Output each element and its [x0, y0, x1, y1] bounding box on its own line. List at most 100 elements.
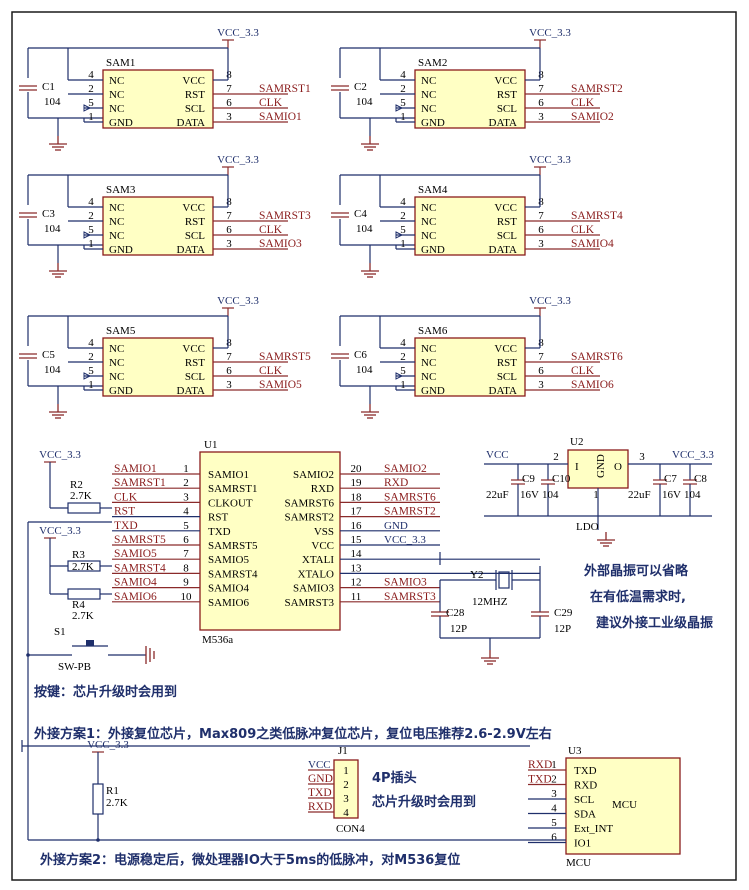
sam-right-pin-name: VCC — [494, 343, 517, 355]
sam-name: SAM5 — [106, 325, 136, 337]
ldo-cap-value: 104 — [684, 489, 701, 501]
r1-vcc: VCC_3.3 — [87, 739, 129, 753]
u3-net: TXD — [528, 774, 552, 786]
sam-right-pin-name: RST — [185, 216, 205, 228]
sam-left-pin-name: NC — [421, 202, 436, 214]
sam-left-pin-num: 5 — [400, 97, 406, 109]
sam-net-label: CLK — [259, 365, 283, 377]
switch-part: SW-PB — [58, 661, 91, 673]
sam-left-pin-num: 1 — [88, 238, 94, 250]
ldo-ref: U2 — [570, 436, 583, 448]
sam-right-pin-num: 8 — [226, 196, 232, 208]
u3-net: RXD — [528, 759, 552, 771]
ldo-vcc-out: VCC_3.3 — [672, 449, 714, 461]
sam-nc-marker — [83, 372, 92, 380]
sam-cap-ref: C6 — [354, 349, 367, 361]
r2-vcc: VCC_3.3 — [39, 449, 81, 463]
sam-right-pin-num: 7 — [226, 83, 232, 95]
sam-ground — [361, 404, 379, 419]
u1-left-net: SAMRST5 — [114, 534, 166, 546]
sam-net-label: SAMIO3 — [259, 238, 302, 250]
sam-vcc: VCC_3.3 — [217, 295, 259, 309]
sam-right-pin-num: 6 — [226, 97, 232, 109]
sam-left-pin-name: GND — [421, 385, 445, 397]
sam-left-pin-num: 2 — [400, 210, 406, 222]
u3-pin-name: SDA — [574, 809, 596, 821]
ldo-vcc-in: VCC — [486, 449, 509, 461]
sam-right-pin-name: VCC — [182, 202, 205, 214]
sam-right-pin-name: SCL — [497, 230, 517, 242]
vcc-label: VCC_3.3 — [529, 27, 571, 39]
u3-pin-num: 1 — [551, 759, 557, 771]
sam-net-label: SAMIO2 — [571, 111, 614, 123]
sam-right-pin-name: RST — [497, 357, 517, 369]
sam-cap-value: 104 — [356, 364, 373, 376]
r4-body — [67, 588, 101, 600]
u1-left-pin-num: 6 — [183, 534, 189, 546]
sam-net-label: CLK — [259, 224, 283, 236]
sam-left-pin-num: 4 — [400, 69, 406, 81]
u3-body — [565, 757, 681, 855]
sam-left-pin-num: 4 — [400, 196, 406, 208]
u3-pin-num: 5 — [551, 817, 557, 829]
sam-cap-value: 104 — [44, 96, 61, 108]
sam-left-pin-num: 4 — [88, 196, 94, 208]
u1-left-pin-num: 2 — [183, 477, 189, 489]
sam-right-pin-num: 3 — [226, 238, 232, 250]
sam-right-pin-num: 6 — [538, 97, 544, 109]
sam-right-pin-num: 3 — [538, 111, 544, 123]
sam-right-pin-name: SCL — [185, 103, 205, 115]
u1-left-net: TXD — [114, 520, 138, 532]
u1-left-pin-num: 7 — [183, 548, 189, 560]
u1-right-pin-num: 19 — [351, 477, 363, 489]
ldo-cap-ref: C7 — [664, 473, 677, 485]
u1-left-pin-name: SAMIO1 — [208, 469, 249, 481]
sam-right-pin-name: RST — [185, 357, 205, 369]
sam-left-pin-num: 2 — [400, 351, 406, 363]
u1-left-pin-num: 9 — [183, 577, 189, 589]
ldo-num-gnd: 1 — [593, 489, 599, 501]
u1-left-pin-num: 10 — [181, 591, 193, 603]
sheet-border — [11, 11, 737, 881]
u1-left-pin-name: SAMIO5 — [208, 554, 249, 566]
sam-net-label: CLK — [571, 97, 595, 109]
c28-ref: C28 — [446, 607, 465, 619]
u1-right-net: RXD — [384, 477, 408, 489]
vcc-label: VCC_3.3 — [217, 27, 259, 39]
sam-left-pin-num: 5 — [88, 365, 94, 377]
j1-net: GND — [308, 773, 333, 785]
sam-ground — [361, 136, 379, 151]
sam-left-pin-num: 1 — [400, 379, 406, 391]
sam-left-pin-num: 5 — [400, 365, 406, 377]
r1-body — [92, 783, 104, 815]
sam-left-pin-name: GND — [421, 117, 445, 129]
crystal-ref: Y2 — [470, 569, 483, 581]
crystal-note-line: 建议外接工业级晶振 — [596, 615, 713, 631]
sam-left-pin-num: 5 — [88, 224, 94, 236]
u1-left-pin-name: SAMRST5 — [208, 540, 258, 552]
ldo-num-in: 2 — [553, 451, 559, 463]
u1-right-pin-name: SAMIO2 — [293, 469, 334, 481]
crystal-note-line: 在有低温需求时, — [590, 589, 686, 605]
u1-right-pin-name: VCC — [311, 540, 334, 552]
header-note-1: 4P插头 — [372, 770, 417, 786]
sam-chip-body — [414, 69, 526, 129]
u1-right-pin-num: 15 — [351, 534, 363, 546]
u1-left-pin-num: 1 — [183, 463, 189, 475]
r4-ref: R4 — [72, 599, 85, 611]
crystal-ground — [481, 650, 499, 665]
j1-ref: J1 — [338, 745, 348, 757]
sam-left-pin-num: 2 — [88, 351, 94, 363]
sam-net-label: SAMRST1 — [259, 83, 311, 95]
vcc-label: VCC_3.3 — [217, 295, 259, 307]
j1-body — [333, 759, 359, 819]
sam-cap-ref: C4 — [354, 208, 367, 220]
u3-pin-num: 4 — [551, 803, 557, 815]
sam-left-pin-name: GND — [109, 244, 133, 256]
sam-right-pin-num: 7 — [226, 210, 232, 222]
sam-left-pin-name: NC — [421, 230, 436, 242]
